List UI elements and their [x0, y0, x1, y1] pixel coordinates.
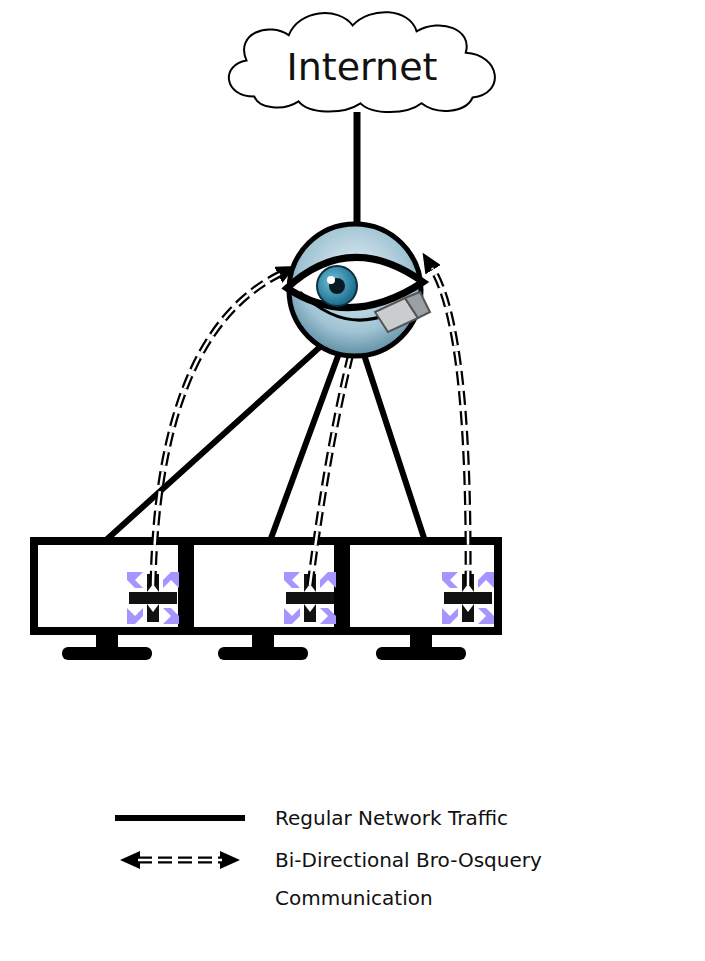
legend-solid-line: [115, 815, 245, 821]
cloud-node: Internet: [215, 4, 510, 116]
legend-label: Bi-Directional Bro-Osquery Communication: [275, 841, 615, 917]
uplink-line: [354, 112, 361, 226]
host-monitors: [34, 541, 498, 660]
legend-label: Regular Network Traffic: [275, 799, 615, 837]
legend-dashed-arrow: [138, 860, 222, 861]
cloud-label: Internet: [287, 31, 438, 89]
bro-sensor-icon: [287, 224, 430, 356]
